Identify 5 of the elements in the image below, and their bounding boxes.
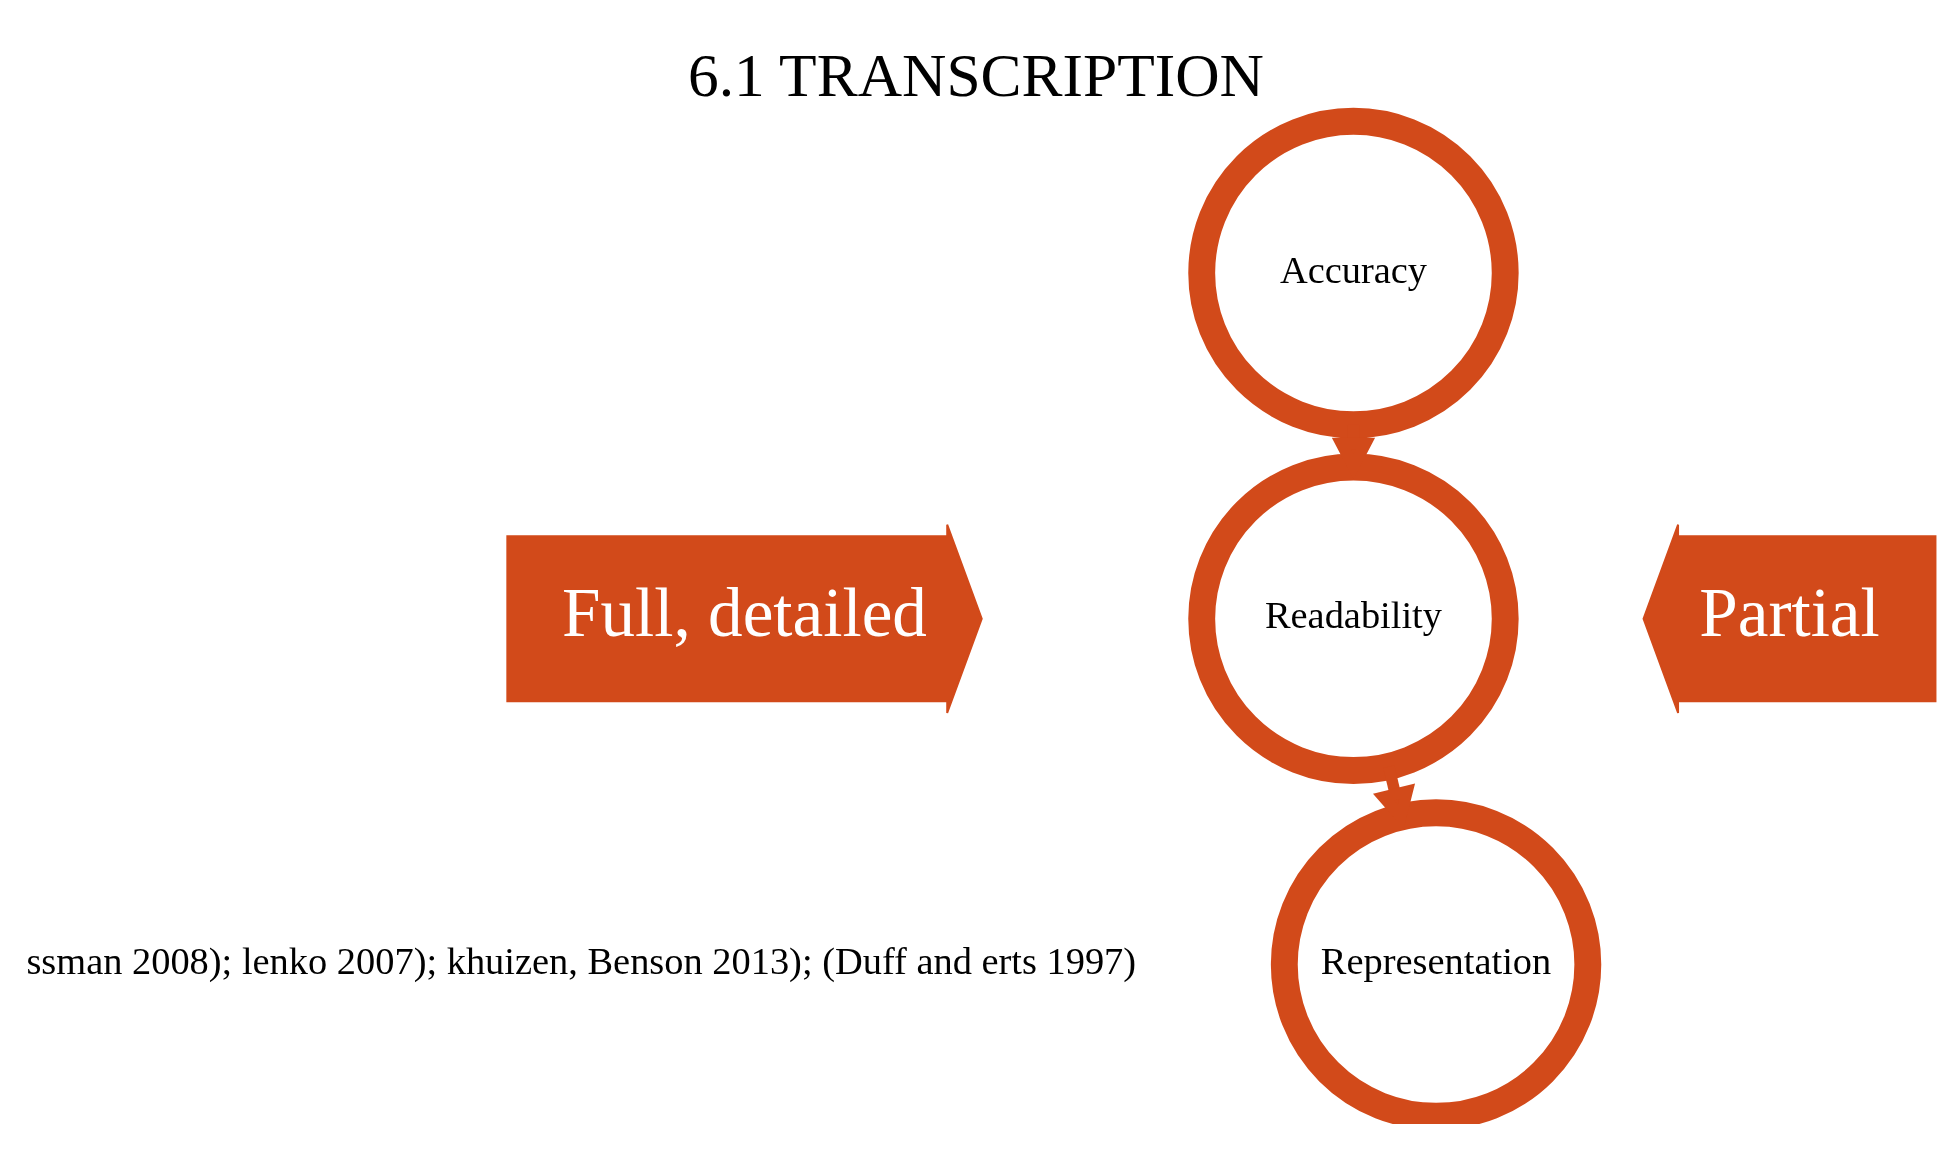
diagram-title: 6.1 TRANSCRIPTION <box>688 40 1264 109</box>
label: ssman 2008); lenko 2007); khuizen, Benson 2013); (Duff and erts 1997) <box>26 940 1137 983</box>
node-circle: Accuracy <box>1188 107 1519 439</box>
node-circle: Representation <box>1270 799 1602 1124</box>
node-circle: Readability <box>1188 453 1519 784</box>
